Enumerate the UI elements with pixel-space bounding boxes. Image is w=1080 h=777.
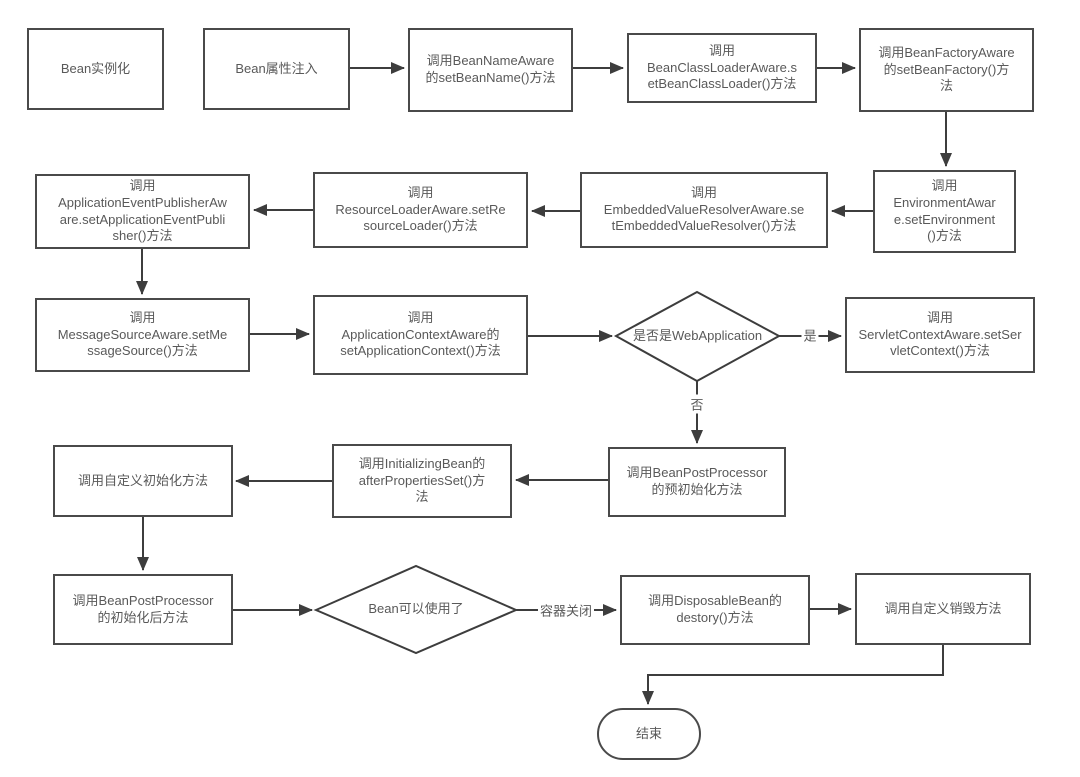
node-set-environment: 调用 EnvironmentAwar e.setEnvironment ()方法 (873, 170, 1016, 253)
node-destroy: 调用DisposableBean的 destory()方法 (620, 575, 810, 645)
node-pre-initialization: 调用BeanPostProcessor 的预初始化方法 (608, 447, 786, 517)
node-custom-init: 调用自定义初始化方法 (53, 445, 233, 517)
edge-label-no: 否 (688, 394, 706, 414)
node-set-application-context: 调用 ApplicationContextAware的 setApplicati… (313, 295, 528, 375)
node-set-resource-loader: 调用 ResourceLoaderAware.setRe sourceLoade… (313, 172, 528, 248)
node-set-servlet-context: 调用 ServletContextAware.setSer vletContex… (845, 297, 1035, 373)
node-set-bean-name: 调用BeanNameAware 的setBeanName()方法 (408, 28, 573, 112)
decision-is-web-application-label: 是否是WebApplication (632, 328, 763, 344)
node-set-bean-factory: 调用BeanFactoryAware 的setBeanFactory()方 法 (859, 28, 1034, 112)
node-end: 结束 (597, 708, 701, 760)
decision-bean-ready-shape (313, 564, 519, 655)
edge-label-yes: 是 (801, 325, 819, 345)
node-set-embedded-value-resolver: 调用 EmbeddedValueResolverAware.se tEmbedd… (580, 172, 828, 248)
node-property-injection: Bean属性注入 (203, 28, 350, 110)
decision-bean-ready-label: Bean可以使用了 (368, 601, 464, 617)
edge-label-container-close: 容器关闭 (537, 600, 595, 620)
node-set-application-event-publisher: 调用 ApplicationEventPublisherAw are.setAp… (35, 174, 250, 249)
node-set-message-source: 调用 MessageSourceAware.setMe ssageSource(… (35, 298, 250, 372)
decision-is-web-application-shape (613, 290, 782, 383)
node-bean-instantiation: Bean实例化 (27, 28, 164, 110)
node-set-bean-class-loader: 调用 BeanClassLoaderAware.s etBeanClassLoa… (627, 33, 817, 103)
node-post-initialization: 调用BeanPostProcessor 的初始化后方法 (53, 574, 233, 645)
node-custom-destroy: 调用自定义销毁方法 (855, 573, 1031, 645)
node-after-properties-set: 调用InitializingBean的 afterPropertiesSet()… (332, 444, 512, 518)
arrow-custom-destroy-to-end (642, 645, 944, 705)
